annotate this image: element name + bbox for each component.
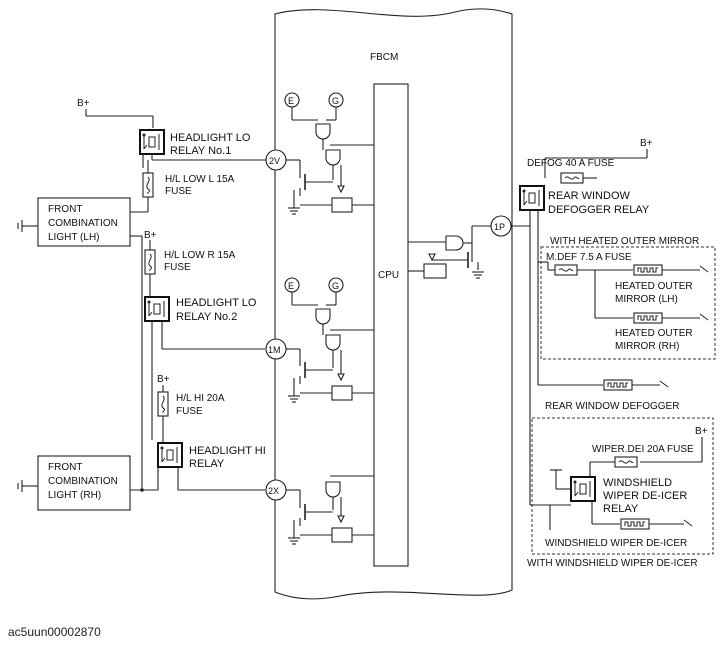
mirror-lh-text-1: HEATED OUTER	[615, 281, 693, 292]
wiper-relay-text-3: RELAY	[603, 503, 639, 515]
heated-outer-mirror-rh	[633, 312, 663, 324]
ground-e-1: E	[288, 96, 294, 106]
terminal-1p-label: 1P	[494, 222, 505, 232]
hl-low-r-fuse	[144, 249, 156, 275]
headlight-lo-relay-1	[139, 129, 165, 155]
relay-lo1-text-1: HEADLIGHT LO	[170, 132, 251, 144]
light-rh-text-3: LIGHT (RH)	[48, 490, 101, 501]
wiper-relay-text-2: WIPER DE-ICER	[603, 490, 687, 502]
fuse-hi-text-1: H/L HI 20A	[176, 393, 225, 404]
fuse-lowl-text-2: FUSE	[165, 186, 192, 197]
mirror-lh-text-2: MIRROR (LH)	[615, 294, 678, 305]
supply-label-4: B+	[640, 138, 653, 149]
fbcm-outline	[274, 8, 513, 600]
light-lh-text-2: COMBINATION	[48, 218, 118, 229]
cpu-block	[373, 83, 409, 567]
rear-window-defogger	[603, 379, 633, 391]
defog-relay-text-1: REAR WINDOW	[548, 190, 631, 202]
ground-g-1: G	[332, 96, 339, 106]
wiper-relay-text-1: WINDSHIELD	[603, 477, 672, 489]
windshield-wiper-deicer	[620, 518, 650, 530]
relay-lo2-text-1: HEADLIGHT LO	[176, 297, 257, 309]
fuse-lowr-text-1: H/L LOW R 15A	[164, 250, 236, 261]
defog-40a-fuse	[560, 172, 584, 184]
figure-code: ac5uun00002870	[8, 625, 101, 639]
supply-label-2: B+	[144, 230, 157, 241]
hl-hi-fuse	[157, 391, 169, 417]
light-lh-text-3: LIGHT (LH)	[48, 232, 100, 243]
light-rh-text-1: FRONT	[48, 462, 82, 473]
terminal-2v-label: 2V	[269, 156, 280, 166]
ground-g-2: G	[332, 281, 339, 291]
wiper-fuse-label: WIPER.DEI 20A FUSE	[592, 444, 694, 455]
light-rh-text-2: COMBINATION	[48, 476, 118, 487]
terminal-1m-label: 1M	[268, 345, 281, 355]
headlight-lo-relay-2	[144, 296, 170, 322]
m-def-fuse	[554, 264, 578, 276]
front-combination-light-lh	[37, 197, 131, 247]
supply-label-5: B+	[695, 426, 708, 437]
wiper-deicer-label: WINDSHIELD WIPER DE-ICER	[545, 538, 687, 549]
rear-window-defogger-relay	[519, 185, 545, 211]
ground-e-2: E	[288, 281, 294, 291]
mirror-rh-text-1: HEATED OUTER	[615, 328, 693, 339]
front-combination-light-rh	[37, 455, 131, 511]
rear-defogger-label: REAR WINDOW DEFOGGER	[545, 401, 679, 412]
light-lh-text-1: FRONT	[48, 204, 82, 215]
supply-label: B+	[77, 98, 90, 109]
fuse-lowr-text-2: FUSE	[164, 262, 191, 273]
relay-lo2-text-2: RELAY No.2	[176, 311, 237, 323]
mirror-group-label: WITH HEATED OUTER MIRROR	[550, 236, 699, 247]
defog-fuse-label: DEFOG 40 A FUSE	[527, 158, 615, 169]
wiper-group-label: WITH WINDSHIELD WIPER DE-ICER	[527, 558, 698, 569]
relay-hi-text-2: RELAY	[189, 458, 225, 470]
supply-label-3: B+	[157, 374, 170, 385]
fuse-hi-text-2: FUSE	[176, 406, 203, 417]
wiper-deicer-group	[531, 417, 714, 555]
relay-lo1-text-2: RELAY No.1	[170, 145, 231, 157]
wiper-dei-fuse	[614, 456, 638, 468]
terminal-2x-label: 2X	[268, 486, 279, 496]
heated-outer-mirror-lh	[633, 264, 663, 276]
cpu-label: CPU	[378, 270, 399, 281]
mdef-fuse-label: M.DEF 7.5 A FUSE	[546, 252, 632, 263]
fbcm-label: FBCM	[370, 52, 398, 63]
headlight-hi-relay	[157, 442, 183, 468]
relay-hi-text-1: HEADLIGHT HI	[189, 445, 266, 457]
heated-mirror-group	[540, 246, 716, 360]
windshield-wiper-deicer-relay	[570, 476, 596, 502]
mirror-rh-text-2: MIRROR (RH)	[615, 341, 679, 352]
fuse-lowl-text-1: H/L LOW L 15A	[165, 174, 235, 185]
defog-relay-text-2: DEFOGGER RELAY	[548, 204, 650, 216]
hl-low-l-fuse	[142, 172, 154, 198]
